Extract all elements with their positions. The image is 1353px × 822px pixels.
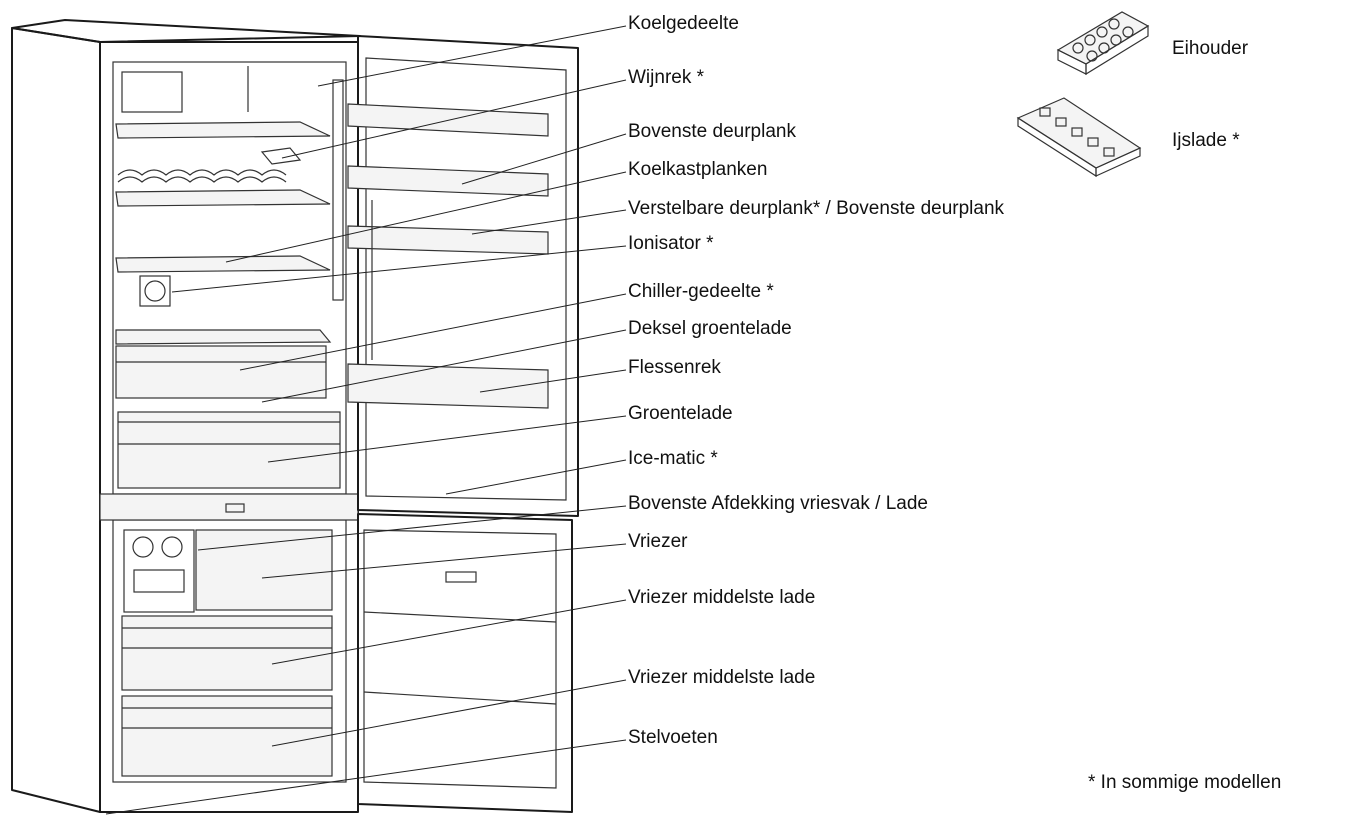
leader-lines (105, 25, 627, 815)
label-bovenste-deurplank: Bovenste deurplank (628, 121, 796, 142)
label-vriezer-middelste-lade-1: Vriezer middelste lade (628, 587, 816, 608)
leader-line-koelgedeelte (317, 25, 627, 87)
ice-tray-illustration (1016, 97, 1142, 178)
label-ijslade: Ijslade * (1172, 130, 1240, 151)
freezer-interior (121, 529, 333, 777)
label-ionisator: Ionisator * (628, 233, 714, 254)
footnote: * In sommige modellen (1088, 772, 1282, 793)
label-bovenste-afdekking: Bovenste Afdekking vriesvak / Lade (628, 493, 928, 514)
label-deksel-groentelade: Deksel groentelade (628, 318, 792, 339)
leader-line-middelste-lade-2 (271, 679, 627, 747)
leader-line-deksel (261, 329, 627, 403)
ionizer (139, 275, 171, 307)
leader-line-stelvoeten (105, 739, 627, 815)
label-vriezer-middelste-lade-2: Vriezer middelste lade (628, 667, 816, 688)
label-flessenrek: Flessenrek (628, 357, 721, 378)
label-stelvoeten: Stelvoeten (628, 727, 718, 748)
label-ice-matic: Ice-matic * (628, 448, 718, 469)
egg-holder-illustration (1056, 11, 1150, 76)
label-chiller-gedeelte: Chiller-gedeelte * (628, 281, 774, 302)
leader-line-verstelbare (471, 209, 627, 235)
fridge-shelves (115, 121, 332, 345)
leader-line-groentelade (267, 415, 627, 463)
leader-line-flessenrek (479, 369, 627, 393)
label-groentelade: Groentelade (628, 403, 733, 424)
leader-line-middelste-lade-1 (271, 599, 627, 665)
label-vriezer: Vriezer (628, 531, 688, 552)
leader-line-koelkastplanken (225, 171, 627, 263)
label-koelgedeelte: Koelgedeelte (628, 13, 739, 34)
leader-line-chiller (239, 293, 627, 371)
leader-line-ice-matic (445, 459, 627, 495)
chiller-and-crisper (115, 345, 341, 489)
leader-line-wijnrek (281, 79, 627, 159)
leader-line-afdekking (197, 505, 627, 551)
label-wijnrek: Wijnrek * (628, 67, 705, 88)
label-koelkastplanken: Koelkastplanken (628, 159, 768, 180)
label-verstelbare-deurplank: Verstelbare deurplank* / Bovenste deurpl… (628, 198, 1005, 219)
leader-line-ionisator (171, 245, 627, 293)
label-eihouder: Eihouder (1172, 38, 1249, 59)
leader-line-bovenste-deurplank (461, 133, 627, 185)
fridge-door (332, 35, 579, 517)
wine-rack (117, 147, 302, 183)
leader-line-vriezer (261, 543, 627, 579)
freezer-door (357, 513, 573, 813)
